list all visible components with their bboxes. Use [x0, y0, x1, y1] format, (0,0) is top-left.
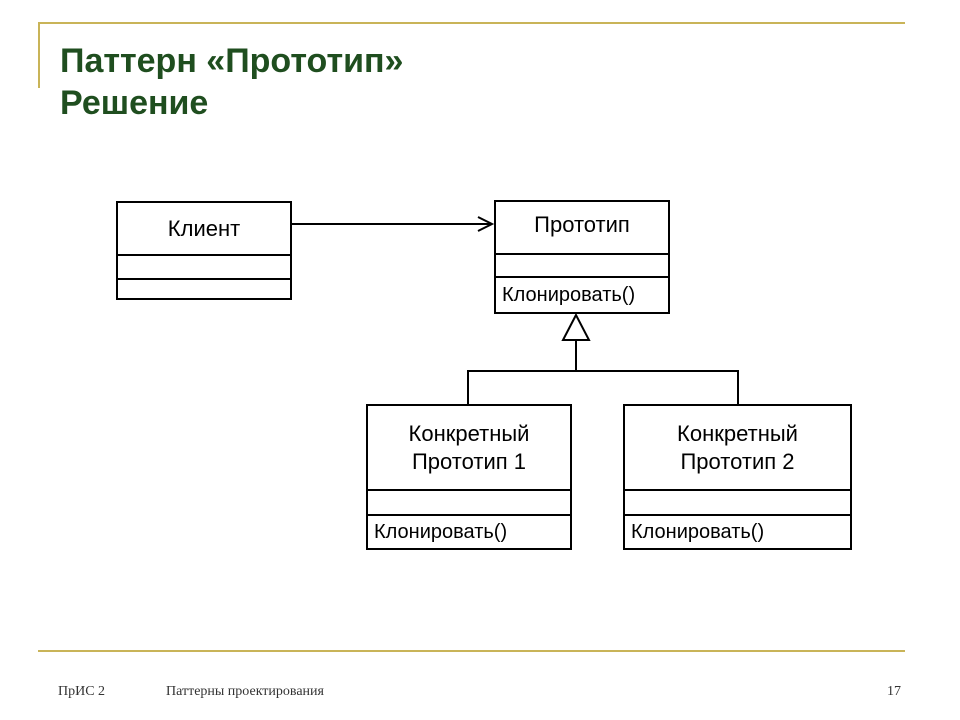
class-concrete-prototype-2-name: Конкретный Прототип 2: [625, 406, 850, 491]
slide-title: Паттерн «Прототип» Решение: [60, 40, 403, 124]
class-prototype-attributes: [496, 255, 668, 278]
class-client-operations: [118, 280, 290, 298]
page-number: 17: [887, 684, 901, 699]
accent-line-vertical: [38, 22, 40, 88]
class-concrete-prototype-2-attributes: [625, 491, 850, 516]
generalization-triangle: [561, 312, 591, 341]
class-concrete-prototype-1-name: Конкретный Прототип 1: [368, 406, 570, 491]
class-concrete-prototype-1-operations: Клонировать(): [374, 520, 508, 543]
footer-course: ПрИС 2: [58, 684, 106, 699]
title-line-1: Паттерн «Прототип»: [60, 42, 404, 80]
class-prototype-operations: Клонировать(): [502, 283, 636, 306]
class-prototype-name: Прототип: [496, 202, 668, 255]
class-concrete-prototype-2-operations: Клонировать(): [631, 520, 765, 543]
accent-line-top: [38, 22, 905, 24]
association-arrowhead: [477, 216, 495, 232]
footer-topic: Паттерны проектирования: [166, 684, 324, 699]
class-client: Клиент: [116, 201, 292, 300]
class-client-attributes: [118, 256, 290, 280]
title-line-2: Решение: [60, 84, 209, 122]
class-concrete-prototype-1-attributes: [368, 491, 570, 516]
footer-divider: [38, 650, 905, 652]
class-client-name: Клиент: [118, 203, 290, 256]
class-concrete-prototype-2: Конкретный Прототип 2 Клонировать(): [623, 404, 852, 550]
class-concrete-prototype-1: Конкретный Прототип 1 Клонировать(): [366, 404, 572, 550]
class-prototype: Прототип Клонировать(): [494, 200, 670, 314]
